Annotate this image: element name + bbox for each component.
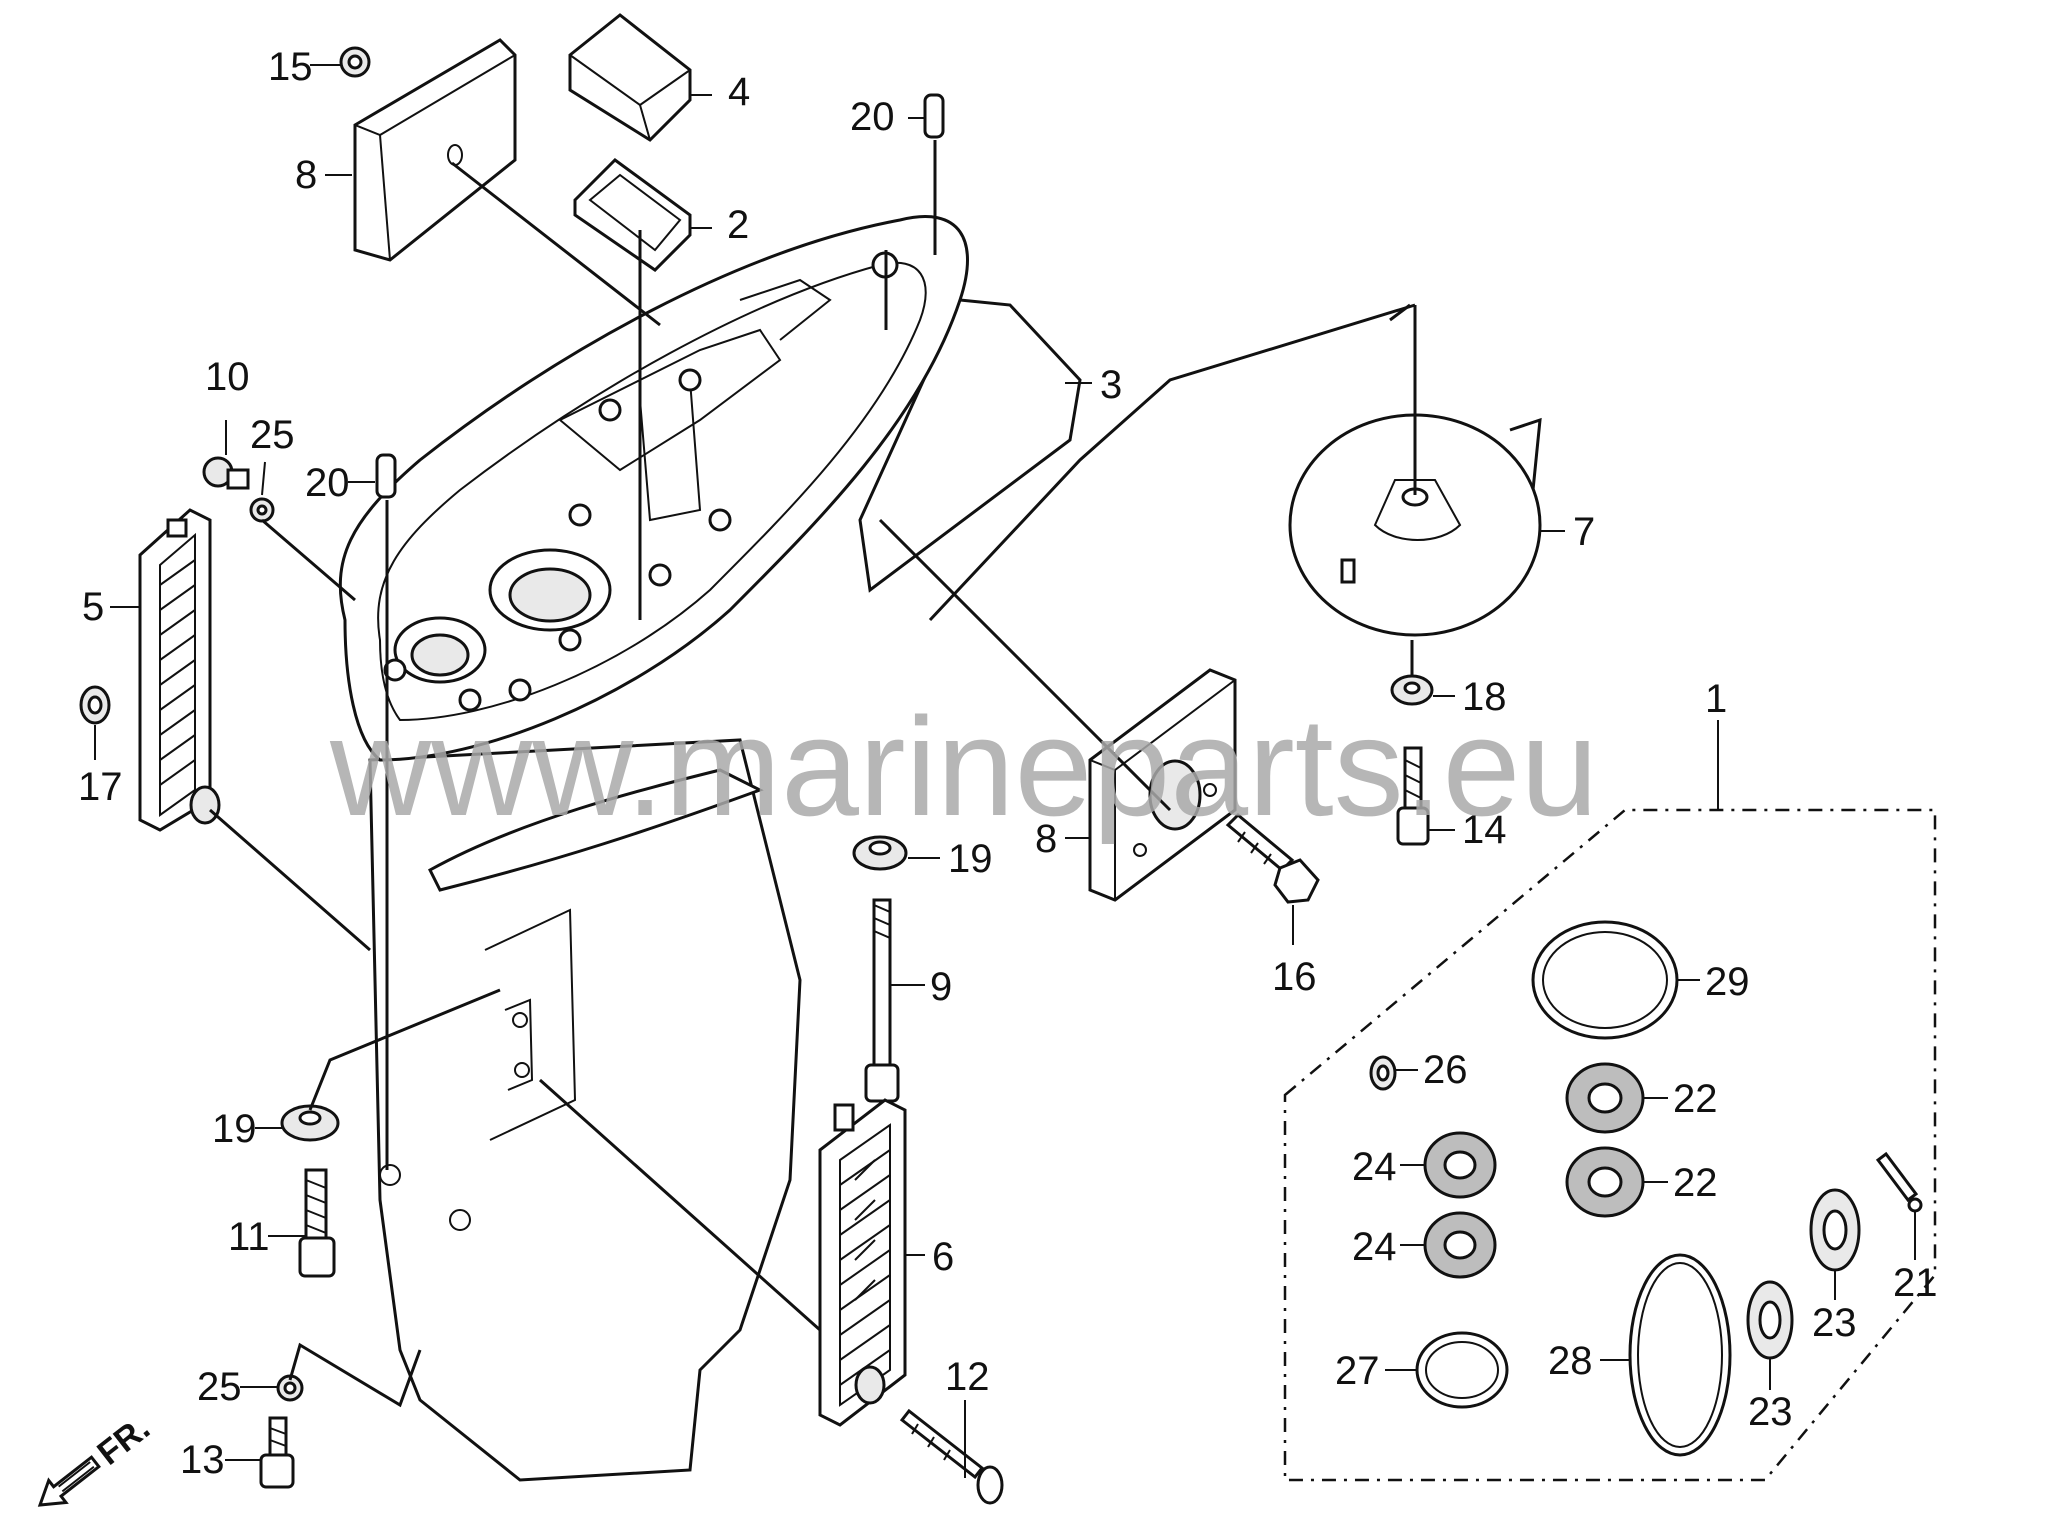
callout-17: 17 — [78, 765, 123, 809]
callout-18: 18 — [1462, 675, 1507, 719]
callout-9: 9 — [930, 965, 952, 1009]
part-17-nut — [79, 685, 111, 725]
callout-29: 29 — [1705, 960, 1750, 1004]
callout-8-upper: 8 — [295, 153, 317, 197]
part-13-screw — [259, 1416, 295, 1489]
part-18-washer — [1390, 674, 1434, 706]
part-2-seal — [573, 158, 692, 272]
callout-labels: 15 4 2 20 3 8 10 25 20 5 17 7 18 14 8 16… — [78, 45, 1938, 1482]
part-15-nut — [339, 46, 371, 78]
part-19-washer-upper — [852, 835, 908, 871]
callout-10: 10 — [205, 355, 250, 399]
callout-3: 3 — [1100, 363, 1122, 407]
part-14-bolt — [1396, 746, 1430, 846]
callout-22-lower: 22 — [1673, 1161, 1718, 1205]
callout-24-lower: 24 — [1352, 1225, 1397, 1269]
part-6-grille — [818, 1098, 907, 1427]
leader-lines — [209, 140, 1417, 1408]
callout-4: 4 — [728, 70, 750, 114]
callout-22-upper: 22 — [1673, 1077, 1718, 1121]
callout-5: 5 — [82, 585, 104, 629]
callout-24-upper: 24 — [1352, 1145, 1397, 1189]
callout-14: 14 — [1462, 808, 1507, 852]
callout-25-upper: 25 — [250, 413, 295, 457]
callout-8-lower: 8 — [1035, 817, 1057, 861]
part-5-grille — [138, 508, 221, 832]
part-25-washer-upper — [249, 497, 275, 523]
part-23-seal-right — [1809, 1188, 1861, 1272]
callout-leaders — [94, 64, 1916, 1478]
callout-27: 27 — [1335, 1349, 1380, 1393]
part-10-bolt — [202, 456, 250, 490]
callout-25-lower: 25 — [197, 1365, 242, 1409]
part-4-block — [568, 13, 692, 142]
callout-11: 11 — [228, 1215, 270, 1259]
callout-28: 28 — [1548, 1339, 1593, 1383]
callout-2: 2 — [727, 203, 749, 247]
part-9-bolt — [864, 898, 900, 1103]
part-26-ring — [1369, 1055, 1397, 1091]
callout-26: 26 — [1423, 1048, 1468, 1092]
watermark: www.marineparts.eu — [329, 688, 1598, 845]
callout-12: 12 — [945, 1355, 990, 1399]
callout-23-right: 23 — [1812, 1301, 1857, 1345]
part-19-washer-lower — [280, 1104, 340, 1142]
callout-15: 15 — [268, 45, 313, 89]
callout-23-left: 23 — [1748, 1390, 1793, 1434]
callout-6: 6 — [932, 1235, 954, 1279]
part-8-lower-plate — [1088, 668, 1237, 902]
front-direction-label: FR. — [90, 1409, 157, 1473]
callout-1: 1 — [1705, 677, 1727, 721]
part-21-pin — [1875, 1151, 1923, 1213]
callout-19-lower: 19 — [212, 1107, 257, 1151]
part-11-bolt — [298, 1168, 336, 1278]
part-16-bolt — [1225, 812, 1320, 904]
part-28-oring — [1628, 1253, 1732, 1457]
part-24-bearing-lower — [1423, 1211, 1497, 1279]
part-24-bearing-upper — [1423, 1131, 1497, 1199]
part-29-oring — [1531, 920, 1679, 1040]
callout-7: 7 — [1573, 510, 1595, 554]
callout-13: 13 — [180, 1438, 225, 1482]
part-20-dowel-upper — [923, 93, 945, 139]
callout-20-upper: 20 — [850, 95, 895, 139]
part-27-oring — [1415, 1331, 1509, 1409]
callout-21: 21 — [1893, 1261, 1938, 1305]
front-direction-arrow: FR. — [37, 1409, 157, 1507]
part-22-bearing-upper — [1565, 1062, 1645, 1134]
callout-20-left: 20 — [305, 461, 350, 505]
part-22-bearing-lower — [1565, 1146, 1645, 1218]
part-8-upper-block — [353, 38, 517, 262]
part-20-dowel-left — [375, 453, 397, 499]
callout-19-upper: 19 — [948, 837, 993, 881]
part-23-seal-left — [1746, 1280, 1794, 1360]
callout-16: 16 — [1272, 955, 1317, 999]
part-12-screw — [899, 1408, 1004, 1505]
